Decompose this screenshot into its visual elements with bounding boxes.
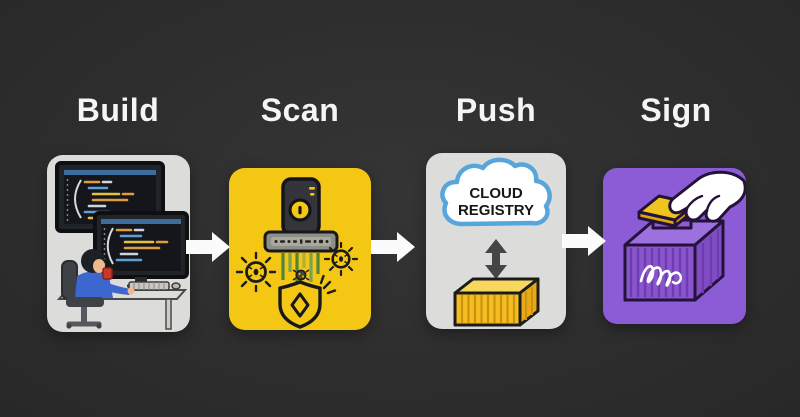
flow-arrow-icon <box>186 232 230 262</box>
cloud-icon: CLOUD REGISTRY <box>440 157 552 227</box>
scan-panel <box>229 168 371 330</box>
virus-left-icon <box>235 251 277 293</box>
step-label-build: Build <box>76 92 160 128</box>
back-monitor-icon <box>55 161 165 233</box>
shield-icon <box>278 280 322 329</box>
falling-bug-icon <box>292 269 310 281</box>
keyboard-icon <box>128 281 181 291</box>
signature-scribble-icon <box>639 264 683 287</box>
sign-panel <box>603 168 746 324</box>
mug-icon <box>102 267 113 280</box>
shredder-slot-icon <box>263 230 339 253</box>
cloud-registry-label-line2: REGISTRY <box>458 202 534 219</box>
flow-arrow-icon <box>371 232 415 262</box>
flow-arrow-icon <box>562 226 606 256</box>
step-label-sign: Sign <box>640 92 712 128</box>
scanner-device-icon <box>281 177 321 236</box>
cloud-registry-upload-icon: CLOUD REGISTRY <box>440 157 552 327</box>
sync-arrow-icon <box>485 239 507 279</box>
shredded-strips-icon <box>281 253 320 286</box>
mouse-icon <box>171 282 181 290</box>
vulnerability-scan-shredder-icon <box>235 177 359 329</box>
virus-right-icon <box>323 241 359 277</box>
push-panel: CLOUD REGISTRY <box>426 153 566 329</box>
build-panel <box>47 155 190 332</box>
cloud-registry-label-line1: CLOUD <box>469 185 522 202</box>
signed-container-icon <box>623 219 725 302</box>
sparkle-icon <box>319 274 337 295</box>
developer-workstation-icon <box>55 161 189 330</box>
hand-signing-container-icon <box>623 170 746 302</box>
step-label-push: Push <box>455 92 537 128</box>
hand-icon <box>668 170 746 223</box>
step-label-scan: Scan <box>260 92 340 128</box>
container-box-icon <box>453 277 540 327</box>
developer-figure-icon <box>61 249 135 329</box>
